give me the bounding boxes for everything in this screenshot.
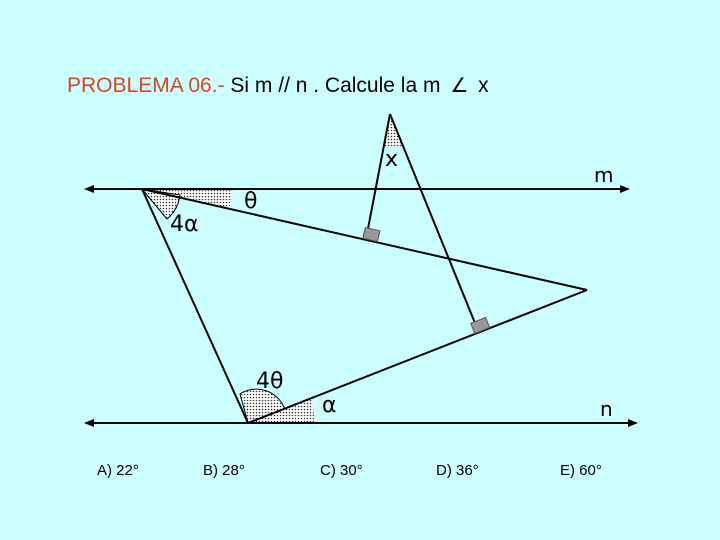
problem-statement: Si m // n . Calcule la m xyxy=(230,74,441,97)
line-n-right-arrow-icon xyxy=(628,419,638,427)
option-e[interactable]: E) 60° xyxy=(560,462,602,479)
option-a[interactable]: A) 22° xyxy=(97,462,139,479)
segment-bottom-to-right-vertex xyxy=(247,289,588,424)
segment-top-left-to-bottom xyxy=(141,188,249,424)
problem-variable: x xyxy=(478,74,489,97)
label-4alpha: 4α xyxy=(170,212,199,237)
perpendicular-left xyxy=(366,113,391,235)
right-angle-mark-upper xyxy=(362,226,381,243)
angle-symbol-icon: ∠ xyxy=(450,75,469,97)
angle-4alpha-arc xyxy=(140,188,181,220)
line-m-right-arrow-icon xyxy=(620,185,630,193)
line-n-left-arrow-icon xyxy=(84,419,94,427)
segment-top-left-to-right-vertex xyxy=(141,188,588,291)
label-theta: θ xyxy=(244,189,257,214)
right-angle-mark-lower xyxy=(470,316,491,335)
option-d[interactable]: D) 36° xyxy=(436,462,479,479)
angle-4theta-arc xyxy=(239,388,286,424)
problem-number: PROBLEMA 06.- xyxy=(67,74,225,97)
problem-title: PROBLEMA 06.- Si m // n . Calcule la m ∠… xyxy=(67,73,489,98)
option-b[interactable]: B) 28° xyxy=(203,462,245,479)
label-m: m xyxy=(594,163,613,187)
label-n: n xyxy=(600,397,613,421)
label-4theta: 4θ xyxy=(256,369,283,394)
perpendicular-right xyxy=(389,113,478,329)
line-m-left-arrow-icon xyxy=(84,185,94,193)
option-c[interactable]: C) 30° xyxy=(320,462,363,479)
answer-options: A) 22° B) 28° C) 30° D) 36° E) 60° xyxy=(0,462,720,486)
label-x: x xyxy=(385,147,398,172)
label-alpha: α xyxy=(322,393,337,418)
